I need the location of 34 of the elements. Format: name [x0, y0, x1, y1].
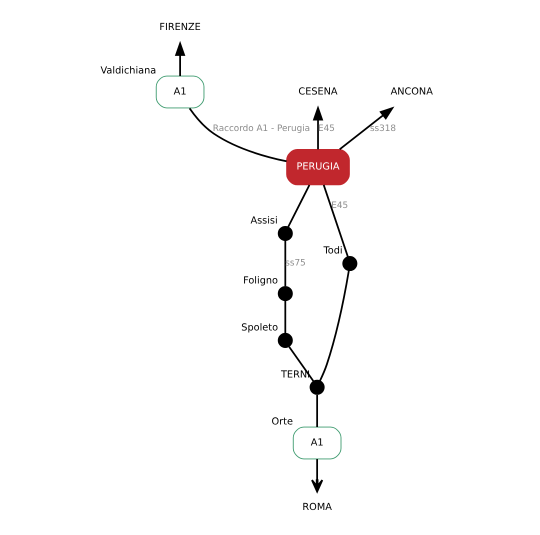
node-box: A1	[155, 76, 204, 108]
connector	[318, 270, 350, 382]
connector	[286, 184, 310, 228]
arrow	[312, 105, 323, 150]
node-text: FIRENZE	[158, 22, 200, 33]
node-label: Valdichiana	[100, 65, 156, 76]
node-text: ROMA	[302, 502, 332, 513]
arrow	[174, 40, 185, 76]
node-label: TERNI	[280, 369, 310, 380]
connector	[288, 346, 314, 382]
node-circle	[342, 256, 357, 272]
node-label: Todi	[322, 246, 342, 257]
connector	[284, 240, 286, 286]
node-label: Orte	[270, 416, 292, 428]
arrow	[310, 459, 323, 492]
connector	[322, 184, 348, 257]
node-circle	[309, 380, 324, 395]
node-box: A1	[292, 426, 341, 460]
edge-label: Raccordo A1 - Perugia	[212, 124, 310, 134]
connector	[284, 300, 286, 334]
node-circle	[277, 286, 292, 302]
arrow	[338, 106, 394, 150]
node-label: Assisi	[250, 216, 278, 227]
node-circle	[277, 332, 292, 348]
node-circle	[277, 226, 292, 241]
node-label: Spoleto	[240, 322, 278, 334]
connector	[188, 108, 286, 162]
node-text: ANCONA	[390, 86, 432, 98]
connector	[316, 394, 318, 428]
edge-label: E45	[330, 200, 348, 211]
node-box: PERUGIA	[286, 149, 350, 186]
node-text: CESENA	[298, 86, 338, 98]
edge-label: ss318	[369, 124, 396, 134]
node-label: Foligno	[242, 276, 278, 287]
